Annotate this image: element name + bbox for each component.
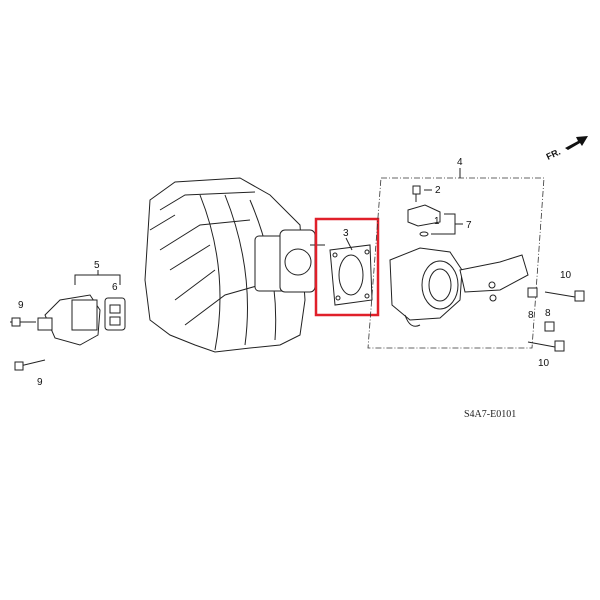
fasteners-right (527, 287, 585, 352)
callout-5: 5 (94, 260, 100, 271)
callout-2: 2 (435, 185, 441, 196)
callout-3: 3 (343, 228, 349, 239)
callout-9: 9 (18, 300, 24, 311)
callout-9b: 9 (37, 377, 43, 388)
callout-7: 7 (466, 220, 472, 231)
fr-label: FR. (545, 147, 562, 162)
callout-8: 8 (528, 310, 534, 321)
gasket-part-3 (314, 217, 380, 317)
throttle-body-assembly (367, 168, 545, 349)
callout-4: 4 (457, 157, 463, 168)
iacv-assembly (10, 270, 126, 371)
front-arrow-icon (565, 136, 588, 150)
front-direction-marker: FR. (545, 136, 588, 162)
callout-10: 10 (560, 270, 572, 281)
intake-manifold (144, 177, 325, 353)
callout-8b: 8 (545, 308, 551, 319)
callout-10b: 10 (538, 358, 550, 369)
callout-6: 6 (112, 282, 118, 293)
diagram-code: S4A7-E0101 (464, 409, 516, 420)
callout-1: 1 (434, 216, 440, 227)
highlight-box (314, 217, 380, 317)
